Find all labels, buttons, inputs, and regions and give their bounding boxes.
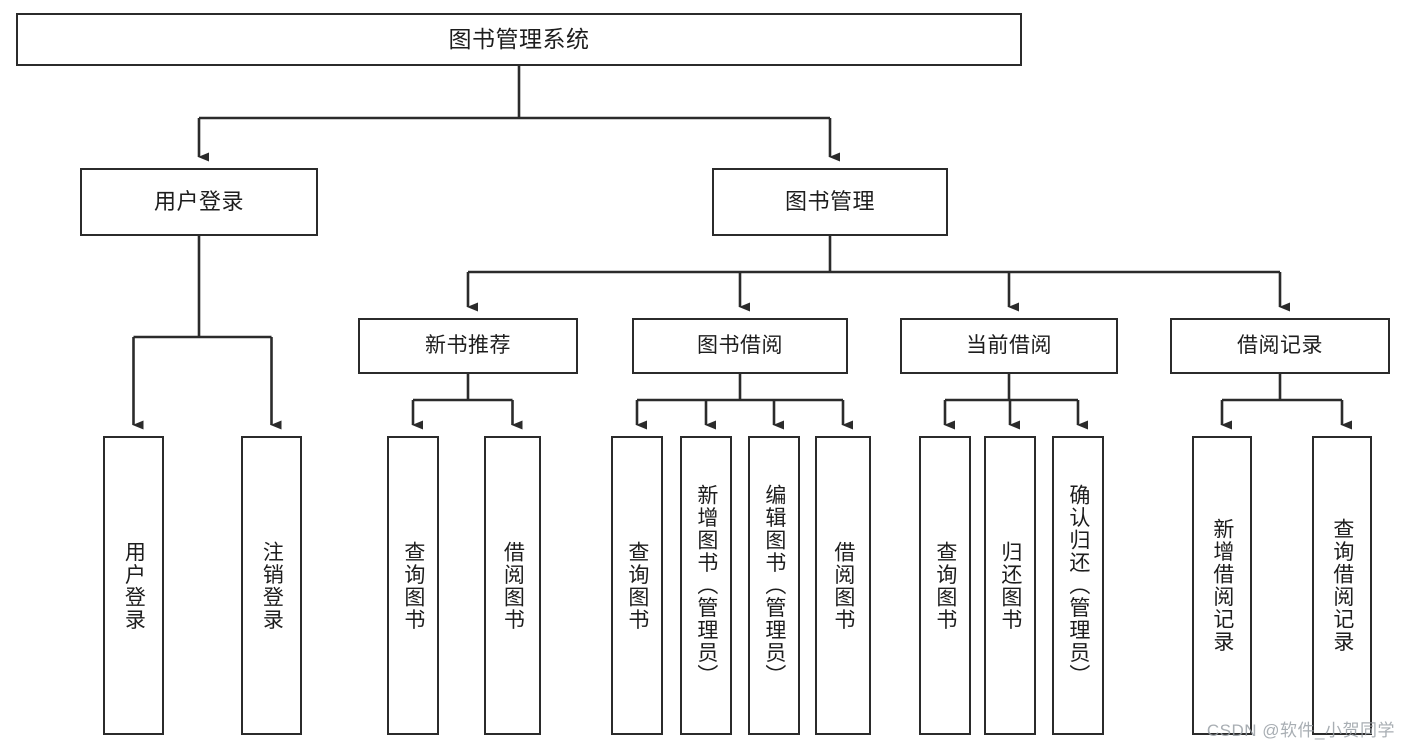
node-label: 新增图书（管理员） xyxy=(694,484,718,687)
node-new-book-recommend[interactable]: 新书推荐 xyxy=(358,318,578,374)
node-label: 借阅图书 xyxy=(501,540,525,631)
node-label: 借阅记录 xyxy=(1237,333,1323,357)
node-user-login[interactable]: 用户登录 xyxy=(80,168,318,236)
node-label: 查询借阅记录 xyxy=(1330,518,1354,653)
node-leaf-query-books-current[interactable]: 查询图书 xyxy=(919,436,971,735)
node-label: 当前借阅 xyxy=(966,333,1052,357)
node-label: 用户登录 xyxy=(122,540,146,631)
node-label: 注销登录 xyxy=(260,540,284,631)
node-label: 编辑图书（管理员） xyxy=(762,484,786,687)
watermark: CSDN @软件_小贺同学 xyxy=(1206,721,1395,740)
node-leaf-add-borrow-record[interactable]: 新增借阅记录 xyxy=(1192,436,1252,735)
node-leaf-query-books-borrow[interactable]: 查询图书 xyxy=(611,436,663,735)
node-leaf-query-borrow-record[interactable]: 查询借阅记录 xyxy=(1312,436,1372,735)
node-leaf-borrow-books[interactable]: 借阅图书 xyxy=(815,436,871,735)
node-borrow-records[interactable]: 借阅记录 xyxy=(1170,318,1390,374)
node-label: 图书管理系统 xyxy=(448,26,590,53)
node-leaf-confirm-return-admin[interactable]: 确认归还（管理员） xyxy=(1052,436,1104,735)
node-label: 查询图书 xyxy=(933,540,957,631)
node-label: 新书推荐 xyxy=(425,333,511,357)
node-leaf-logout[interactable]: 注销登录 xyxy=(241,436,302,735)
node-root[interactable]: 图书管理系统 xyxy=(16,13,1022,66)
node-label: 新增借阅记录 xyxy=(1210,518,1234,653)
node-label: 归还图书 xyxy=(998,540,1022,631)
node-current-borrow[interactable]: 当前借阅 xyxy=(900,318,1118,374)
node-leaf-edit-book-admin[interactable]: 编辑图书（管理员） xyxy=(748,436,800,735)
node-book-management[interactable]: 图书管理 xyxy=(712,168,948,236)
node-label: 确认归还（管理员） xyxy=(1066,484,1090,687)
node-label: 查询图书 xyxy=(625,540,649,631)
node-leaf-return-books[interactable]: 归还图书 xyxy=(984,436,1036,735)
node-leaf-user-login[interactable]: 用户登录 xyxy=(103,436,164,735)
node-label: 用户登录 xyxy=(153,189,244,215)
node-leaf-add-book-admin[interactable]: 新增图书（管理员） xyxy=(680,436,732,735)
node-label: 图书借阅 xyxy=(697,333,783,357)
node-book-borrow[interactable]: 图书借阅 xyxy=(632,318,848,374)
node-label: 图书管理 xyxy=(784,189,875,215)
node-leaf-borrow-books-rec[interactable]: 借阅图书 xyxy=(484,436,541,735)
node-leaf-query-books-rec[interactable]: 查询图书 xyxy=(387,436,439,735)
node-label: 借阅图书 xyxy=(831,540,855,631)
node-label: 查询图书 xyxy=(401,540,425,631)
